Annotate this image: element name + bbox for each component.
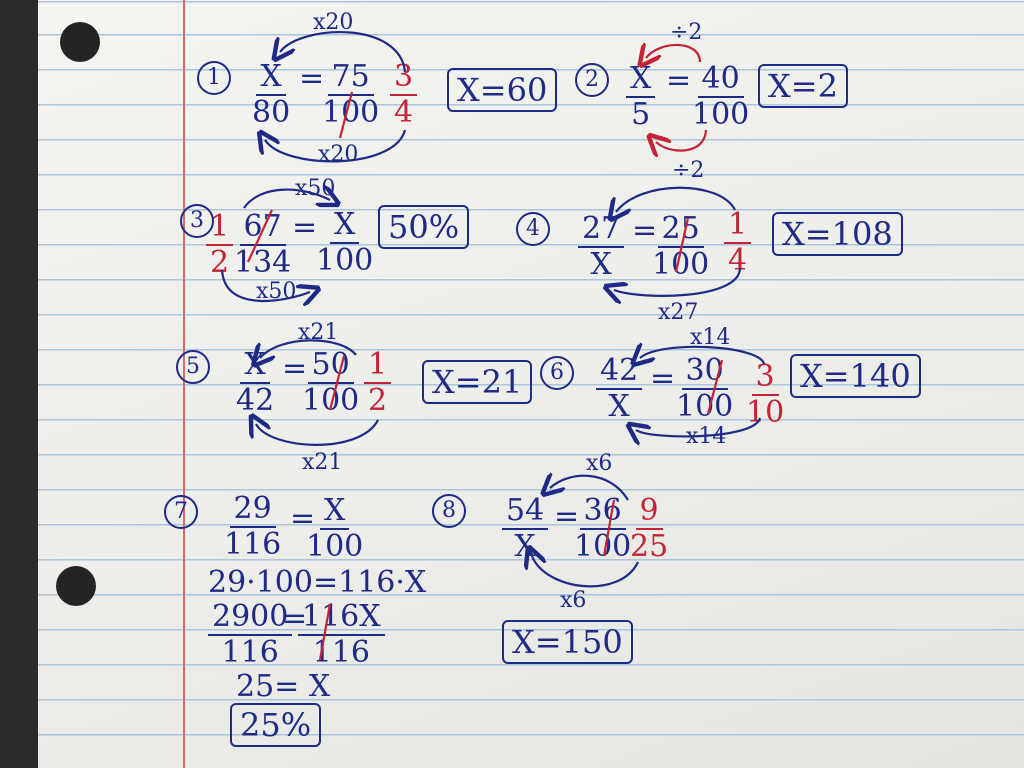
right-fraction: X 100 xyxy=(316,207,374,278)
right-fraction: 75 100 xyxy=(322,59,380,130)
reduced-fraction: 1 2 xyxy=(206,212,234,278)
arrow-label-top: x6 xyxy=(586,451,613,476)
arrow-label-top: x50 xyxy=(295,176,336,201)
right-fraction: X 100 xyxy=(306,493,364,564)
answer-box: X=150 xyxy=(502,620,633,664)
arrow-label-top: x21 xyxy=(298,320,339,345)
left-fraction: 29 116 xyxy=(224,491,282,562)
equals-sign: = xyxy=(292,210,318,245)
arrow-label-bottom: x14 xyxy=(686,424,727,449)
equals-sign: = xyxy=(554,499,580,534)
problem-number: 2 xyxy=(575,63,609,97)
work-line-2-right: 116X 116 xyxy=(298,602,385,668)
equals-sign: = xyxy=(290,501,316,536)
equals-sign: = xyxy=(650,361,676,396)
arrow-label-bottom: x50 xyxy=(256,279,297,304)
right-fraction: 25 100 xyxy=(652,211,710,282)
reduced-fraction: 3 4 xyxy=(390,62,418,128)
arrow-label-top: ÷2 xyxy=(670,20,703,45)
arrow-label-bottom: x20 xyxy=(318,142,359,167)
reduced-fraction: 1 2 xyxy=(364,350,392,416)
problem-number: 5 xyxy=(176,350,210,384)
problem-number: 4 xyxy=(516,212,550,246)
left-fraction: 27 X xyxy=(578,214,625,280)
work-line-1: 29·100=116·X xyxy=(208,565,427,600)
arrow-label-bottom: x21 xyxy=(302,450,343,475)
equals-sign: = xyxy=(632,213,658,248)
problem-number: 1 xyxy=(197,61,231,95)
arrow-label-bottom: x6 xyxy=(560,588,587,613)
answer-box: X=60 xyxy=(447,68,558,112)
left-fraction: 67 134 xyxy=(234,209,292,280)
work-line-3: 25= X xyxy=(236,669,331,704)
arrow-label-bottom: ÷2 xyxy=(672,158,705,183)
right-fraction: 50 100 xyxy=(302,347,360,418)
answer-box: X=108 xyxy=(772,212,903,256)
left-fraction: X 5 xyxy=(626,64,656,130)
left-fraction: 42 X xyxy=(596,356,643,422)
answer-box: X=140 xyxy=(790,354,921,398)
equals-sign: = xyxy=(666,63,692,98)
answer-box: X=21 xyxy=(422,360,533,404)
equals-sign: = xyxy=(299,61,325,96)
work-line-2-left: 2900 116 xyxy=(208,602,293,668)
right-fraction: 30 100 xyxy=(676,353,734,424)
binder-hole-top xyxy=(60,22,100,62)
problem-number: 8 xyxy=(432,494,466,528)
answer-box: X=2 xyxy=(758,64,848,108)
binder-hole-bottom xyxy=(56,566,96,606)
reduced-fraction: 3 10 xyxy=(746,359,785,430)
problem-number: 6 xyxy=(540,356,574,390)
margin-line xyxy=(183,0,185,768)
reduced-fraction: 1 4 xyxy=(724,210,752,276)
arrow-label-top: x14 xyxy=(690,325,731,350)
problem-number: 7 xyxy=(164,495,198,529)
right-fraction: 40 100 xyxy=(692,61,750,132)
left-fraction: X 80 xyxy=(252,59,291,130)
answer-box: 25% xyxy=(230,703,322,747)
arrow-label-top: x20 xyxy=(313,10,354,35)
reduced-fraction: 9 25 xyxy=(630,493,669,564)
left-fraction: 54 X xyxy=(502,496,549,562)
right-fraction: 36 100 xyxy=(574,493,632,564)
problem-number: 3 xyxy=(180,204,214,238)
arrow-label-bottom: x27 xyxy=(658,300,699,325)
work-line-2-equals: = xyxy=(282,601,308,636)
left-fraction: X 42 xyxy=(236,347,275,418)
answer-box: 50% xyxy=(378,205,470,249)
